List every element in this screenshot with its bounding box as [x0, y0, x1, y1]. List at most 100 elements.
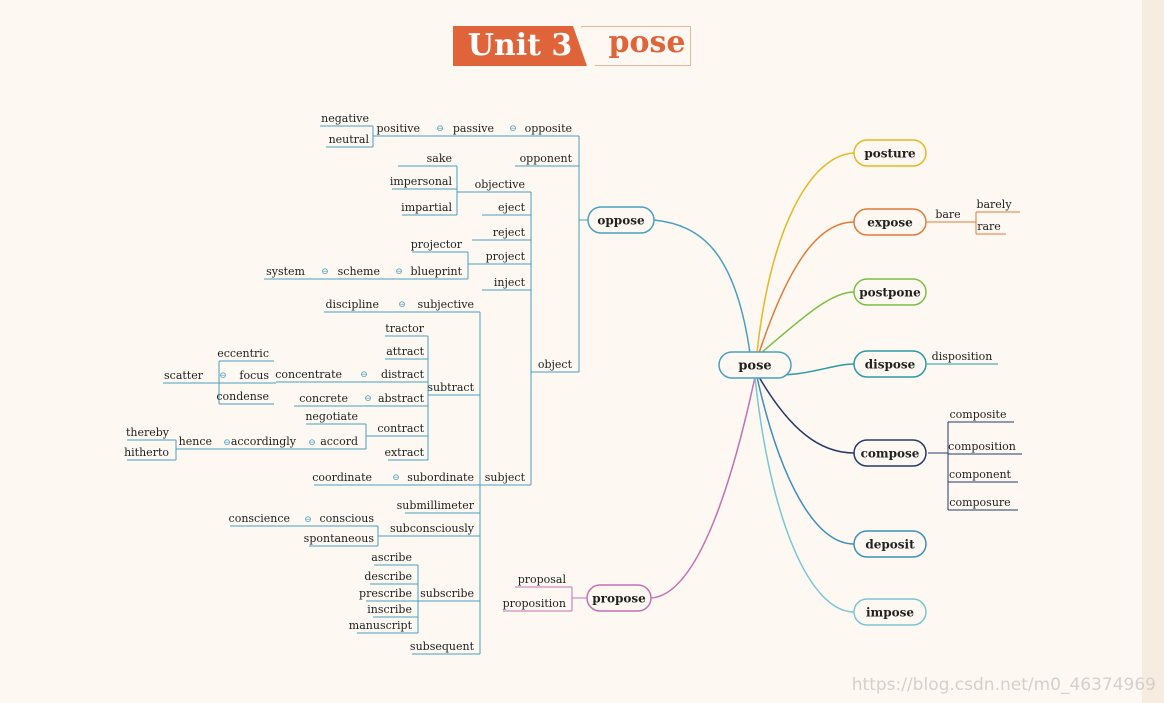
word-proposal: proposal [518, 573, 567, 586]
antonym-marker-icon: ⊖ [304, 515, 312, 525]
word-accordingly: accordingly [231, 435, 297, 448]
word-subordinate: subordinate [407, 471, 474, 484]
node-center-pill [718, 351, 792, 379]
word-barely: barely [976, 198, 1012, 211]
word-reject: reject [493, 226, 526, 239]
word-coordinate: coordinate [312, 471, 372, 484]
antonym-marker-icon: ⊖ [509, 124, 517, 134]
word-spontaneous: spontaneous [304, 532, 375, 545]
word-scatter: scatter [164, 369, 204, 382]
node-impose-pill [853, 598, 927, 626]
word-inscribe: inscribe [367, 603, 412, 616]
branch-curve [760, 291, 855, 354]
word-subconsciously: subconsciously [390, 522, 475, 535]
branch-curve [758, 221, 855, 354]
word-thereby: thereby [126, 426, 170, 439]
word-composite: composite [950, 408, 1007, 421]
antonym-marker-icon: ⊖ [364, 394, 372, 404]
title-word-frame [581, 26, 691, 66]
antonym-marker-icon: ⊖ [436, 124, 444, 134]
word-describe: describe [364, 570, 412, 583]
word-passive: passive [453, 122, 494, 135]
node-expose-pill [853, 208, 927, 236]
word-inject: inject [494, 276, 526, 289]
word-composition: composition [948, 440, 1016, 453]
branch-curve [653, 219, 751, 354]
word-impersonal: impersonal [390, 175, 453, 188]
word-neutral: neutral [329, 133, 370, 146]
word-subjective: subjective [417, 298, 474, 311]
word-accord: accord [320, 435, 358, 448]
word-manuscript: manuscript [349, 619, 413, 632]
title-word: pose [608, 25, 686, 60]
node-postpone-pill [853, 278, 927, 306]
word-abstract: abstract [378, 392, 425, 405]
right-edge-strip [1142, 0, 1164, 703]
word-focus: focus [239, 369, 269, 382]
node-dispose-label: dispose [865, 358, 916, 372]
word-tractor: tractor [385, 322, 424, 335]
word-negative: negative [321, 112, 369, 125]
word-disposition: disposition [932, 350, 993, 363]
word-concentrate: concentrate [275, 368, 342, 381]
word-contract: contract [377, 422, 424, 435]
word-hitherto: hitherto [124, 446, 169, 459]
branch-curve [756, 376, 855, 545]
node-posture-label: posture [864, 147, 916, 161]
word-submillimeter: submillimeter [397, 499, 475, 512]
node-deposit-label: deposit [865, 538, 915, 552]
node-impose-label: impose [866, 606, 914, 620]
word-prescribe: prescribe [359, 587, 412, 600]
word-system: system [266, 265, 305, 278]
word-concrete: concrete [299, 392, 348, 405]
word-extract: extract [384, 446, 424, 459]
word-attract: attract [386, 345, 424, 358]
word-condense: condense [216, 390, 269, 403]
word-ascribe: ascribe [371, 551, 412, 564]
antonym-marker-icon: ⊖ [392, 473, 400, 483]
word-hence: hence [179, 435, 212, 448]
word-objective: objective [475, 178, 525, 191]
word-scheme: scheme [338, 265, 380, 278]
word-subscribe: subscribe [420, 587, 474, 600]
node-propose-label: propose [592, 592, 646, 606]
antonym-marker-icon: ⊖ [398, 300, 406, 310]
word-opposite: opposite [525, 122, 572, 135]
word-rare: rare [977, 220, 1001, 233]
word-distract: distract [381, 368, 425, 381]
node-compose-pill [853, 439, 927, 467]
node-oppose-pill [587, 206, 655, 234]
word-opponent: opponent [520, 152, 573, 165]
word-eject: eject [498, 201, 526, 214]
node-oppose-label: oppose [597, 214, 645, 228]
word-project: project [486, 250, 526, 263]
word-subject: subject [485, 471, 526, 484]
antonym-marker-icon: ⊖ [223, 438, 231, 448]
antonym-marker-icon: ⊖ [321, 267, 329, 277]
word-impartial: impartial [401, 201, 452, 214]
antonym-marker-icon: ⊖ [219, 371, 227, 381]
word-proposition: proposition [503, 597, 566, 610]
word-projector: projector [411, 238, 463, 251]
antonym-marker-icon: ⊖ [395, 267, 403, 277]
word-discipline: discipline [325, 298, 379, 311]
word-conscience: conscience [229, 512, 290, 525]
word-positive: positive [377, 122, 421, 135]
word-composure: composure [949, 496, 1010, 509]
branch-curve [756, 152, 855, 354]
node-postpone-label: postpone [859, 286, 921, 300]
antonym-marker-icon: ⊖ [360, 370, 368, 380]
watermark: https://blog.csdn.net/m0_46374969 [851, 675, 1156, 695]
node-deposit-pill [853, 530, 927, 558]
branch-curve [650, 376, 756, 599]
word-conscious: conscious [319, 512, 374, 525]
node-posture-pill [853, 139, 927, 167]
node-expose-label: expose [867, 216, 913, 230]
word-negotiate: negotiate [305, 410, 358, 423]
node-dispose-pill [853, 350, 927, 378]
word-blueprint: blueprint [411, 265, 463, 278]
title-unit: Unit 3 [453, 26, 587, 66]
word-component: component [949, 468, 1012, 481]
antonym-marker-icon: ⊖ [308, 438, 316, 448]
node-propose-pill [586, 584, 652, 612]
